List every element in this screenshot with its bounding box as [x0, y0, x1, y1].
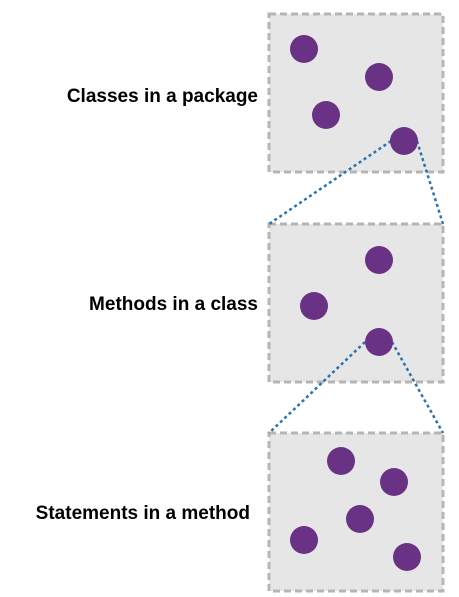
- statement-dot: [346, 505, 374, 533]
- statement-dot: [327, 447, 355, 475]
- method-dot-selected: [365, 328, 393, 356]
- method-level-label: Statements in a method: [36, 503, 250, 524]
- class-dot-selected: [390, 127, 418, 155]
- zoom-connector-package-left: [268, 139, 392, 226]
- class-dot: [365, 63, 393, 91]
- package-level-label: Classes in a package: [67, 86, 258, 107]
- method-dot: [300, 292, 328, 320]
- class-level-label: Methods in a class: [89, 294, 258, 315]
- zoom-connector-package-right: [415, 140, 445, 225]
- zoom-connector-class-right: [390, 341, 445, 434]
- statement-dot: [393, 543, 421, 571]
- statement-dot: [380, 468, 408, 496]
- class-box: [267, 222, 445, 384]
- class-dot: [312, 101, 340, 129]
- method-dot: [365, 246, 393, 274]
- statement-dot: [290, 526, 318, 554]
- class-dot: [290, 35, 318, 63]
- zoom-connector-class-left: [268, 341, 366, 434]
- package-box: [267, 12, 445, 174]
